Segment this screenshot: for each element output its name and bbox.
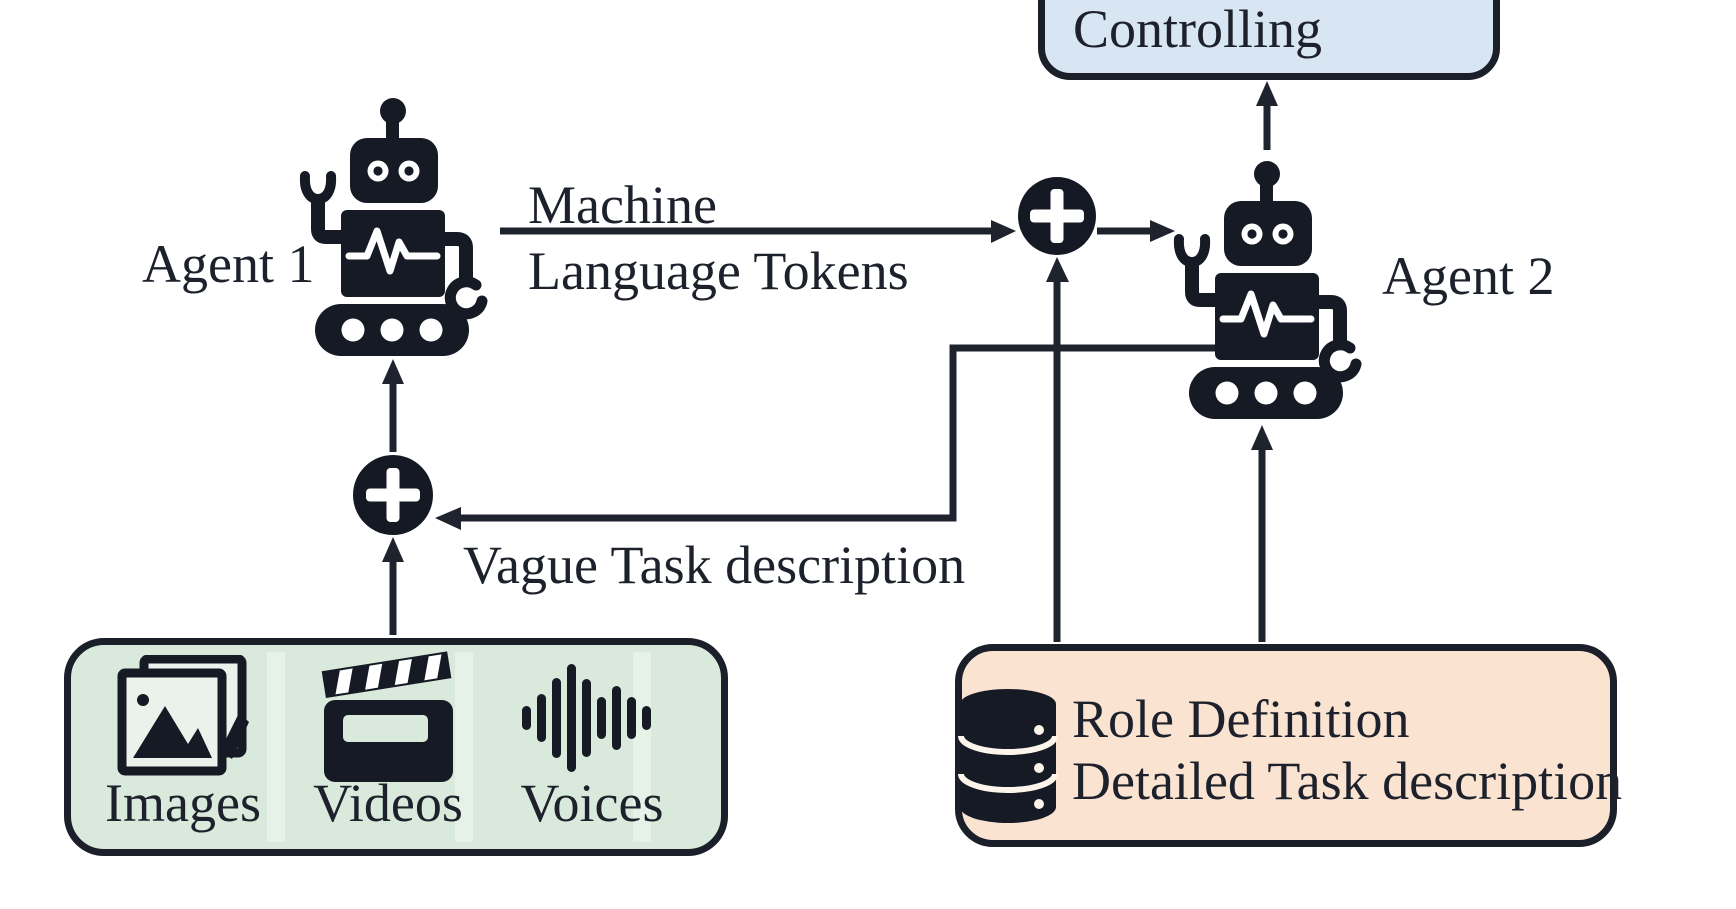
plus-icon bbox=[1050, 189, 1064, 243]
knowledge-text: Role Definition Detailed Task descriptio… bbox=[1072, 688, 1622, 812]
stripe-divider bbox=[455, 652, 473, 842]
agent2-label: Agent 2 bbox=[1382, 246, 1555, 306]
arrowhead-icon bbox=[991, 220, 1016, 243]
machine-tokens-label: Machine Language Tokens bbox=[528, 172, 909, 304]
detailed-task-line: Detailed Task description bbox=[1072, 751, 1623, 811]
agent1-label: Agent 1 bbox=[142, 234, 315, 294]
arrowhead-icon bbox=[382, 537, 404, 562]
images-label: Images bbox=[105, 773, 261, 833]
machine-tokens-line2: Language Tokens bbox=[528, 241, 909, 301]
sum-node-1 bbox=[1018, 177, 1096, 255]
edge-lines bbox=[389, 105, 1271, 642]
videos-icon bbox=[321, 651, 453, 782]
sum-node-2 bbox=[353, 455, 433, 535]
role-definition-line: Role Definition bbox=[1072, 689, 1410, 749]
stripe-divider bbox=[267, 652, 285, 842]
arrowhead-icon bbox=[382, 359, 404, 384]
arrowhead-icon bbox=[1256, 81, 1278, 106]
robot-icon bbox=[1179, 161, 1356, 419]
plus-icon bbox=[386, 468, 400, 522]
vague-task-label: Vague Task description bbox=[463, 535, 966, 595]
machine-tokens-line1: Machine bbox=[528, 175, 717, 235]
controlling-box bbox=[1038, 0, 1500, 80]
database-icon bbox=[960, 689, 1056, 823]
knowledge-box bbox=[955, 644, 1617, 847]
robot-icon bbox=[305, 98, 482, 356]
voices-label: Voices bbox=[520, 773, 664, 833]
arrowhead-icon bbox=[435, 507, 461, 530]
edge-agent2-to-sum2 bbox=[459, 344, 1216, 522]
edge-arrowheads bbox=[382, 81, 1278, 562]
controlling-label: Controlling bbox=[1073, 0, 1323, 59]
stripe-divider bbox=[633, 652, 651, 842]
arrowhead-icon bbox=[1150, 220, 1175, 242]
arrowhead-icon bbox=[1046, 257, 1069, 282]
images-icon bbox=[122, 659, 249, 771]
arrowhead-icon bbox=[1251, 425, 1273, 450]
videos-label: Videos bbox=[313, 773, 463, 833]
voices-icon bbox=[522, 664, 651, 772]
